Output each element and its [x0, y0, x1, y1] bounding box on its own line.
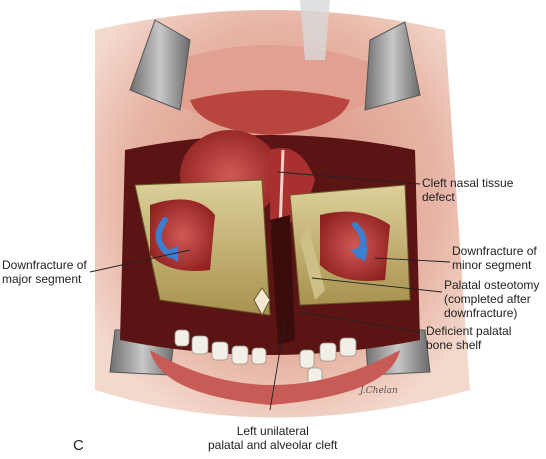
nasal-tube: [300, 0, 330, 60]
leader-lines: [89, 171, 451, 411]
vomer-diamond: [253, 287, 271, 317]
teeth: [174, 329, 357, 385]
minor-segment-plate: [300, 225, 325, 300]
lower-lip: [150, 350, 400, 405]
label-deficient-shelf: Deficient palatal bone shelf: [426, 324, 512, 352]
label-downfracture-major: Downfracture of major segment: [2, 258, 87, 286]
label-cleft-nasal: Cleft nasal tissue defect: [422, 176, 514, 204]
downfracture-arrow-minor: [350, 222, 368, 262]
label-palatal-osteotomy: Palatal osteotomy (completed after downf…: [444, 278, 540, 320]
label-downfracture-minor: Downfracture of minor segment: [452, 244, 537, 272]
panel-letter: C: [73, 437, 84, 454]
artist-signature: J.Chelan: [360, 386, 398, 396]
minor-segment-window: [320, 211, 390, 281]
cleft-gap: [270, 215, 295, 345]
label-unilateral-cleft: Left unilateral palatal and alveolar cle…: [208, 424, 338, 452]
upper-lip: [150, 0, 390, 135]
